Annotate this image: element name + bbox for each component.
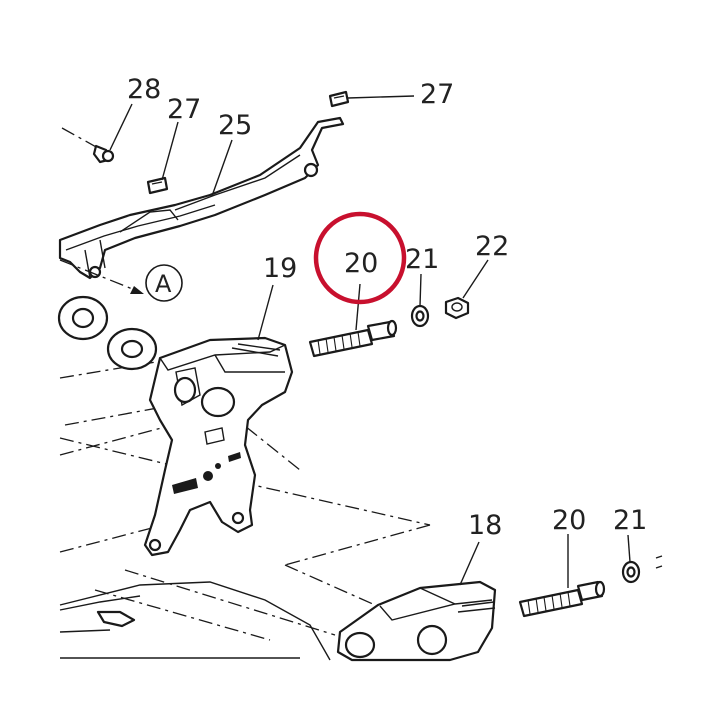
part-18-bracket <box>336 580 497 662</box>
part-28-screw <box>61 127 115 164</box>
callout-21-upper: 21 <box>405 244 439 275</box>
callout-20-lower: 20 <box>552 505 586 536</box>
part-19-bracket <box>143 336 294 557</box>
washer-large-left <box>57 295 109 341</box>
leader-lines <box>109 95 631 588</box>
callout-27-left: 27 <box>167 94 201 125</box>
callout-19: 19 <box>263 253 297 284</box>
callout-27-right: 27 <box>420 79 454 110</box>
view-marker-label: A <box>155 270 172 298</box>
part-22-nut <box>444 296 470 320</box>
part-27-clip-left <box>146 176 169 195</box>
part-20-bolt-lower <box>518 580 606 618</box>
callout-labels: 28 27 25 27 19 20 21 22 18 20 21 <box>127 74 647 541</box>
callout-21-lower: 21 <box>613 505 647 536</box>
part-20-bolt-upper <box>308 319 398 358</box>
part-22-nut-lower-partial <box>655 555 663 569</box>
part-21-washer-upper <box>410 304 430 328</box>
washer-second-left <box>106 327 158 371</box>
callout-18: 18 <box>468 510 502 541</box>
view-marker-a: A <box>145 264 183 302</box>
callout-20-upper: 20 <box>344 248 378 279</box>
part-27-clip-right <box>328 90 350 108</box>
callout-28: 28 <box>127 74 161 105</box>
lower-body-outline <box>59 581 331 661</box>
part-21-washer-lower <box>621 560 641 584</box>
view-arrow <box>59 259 144 294</box>
callout-25: 25 <box>218 110 252 141</box>
callout-22: 22 <box>475 231 509 262</box>
highlight-circle <box>313 211 407 305</box>
part-25-bracket <box>58 116 345 280</box>
